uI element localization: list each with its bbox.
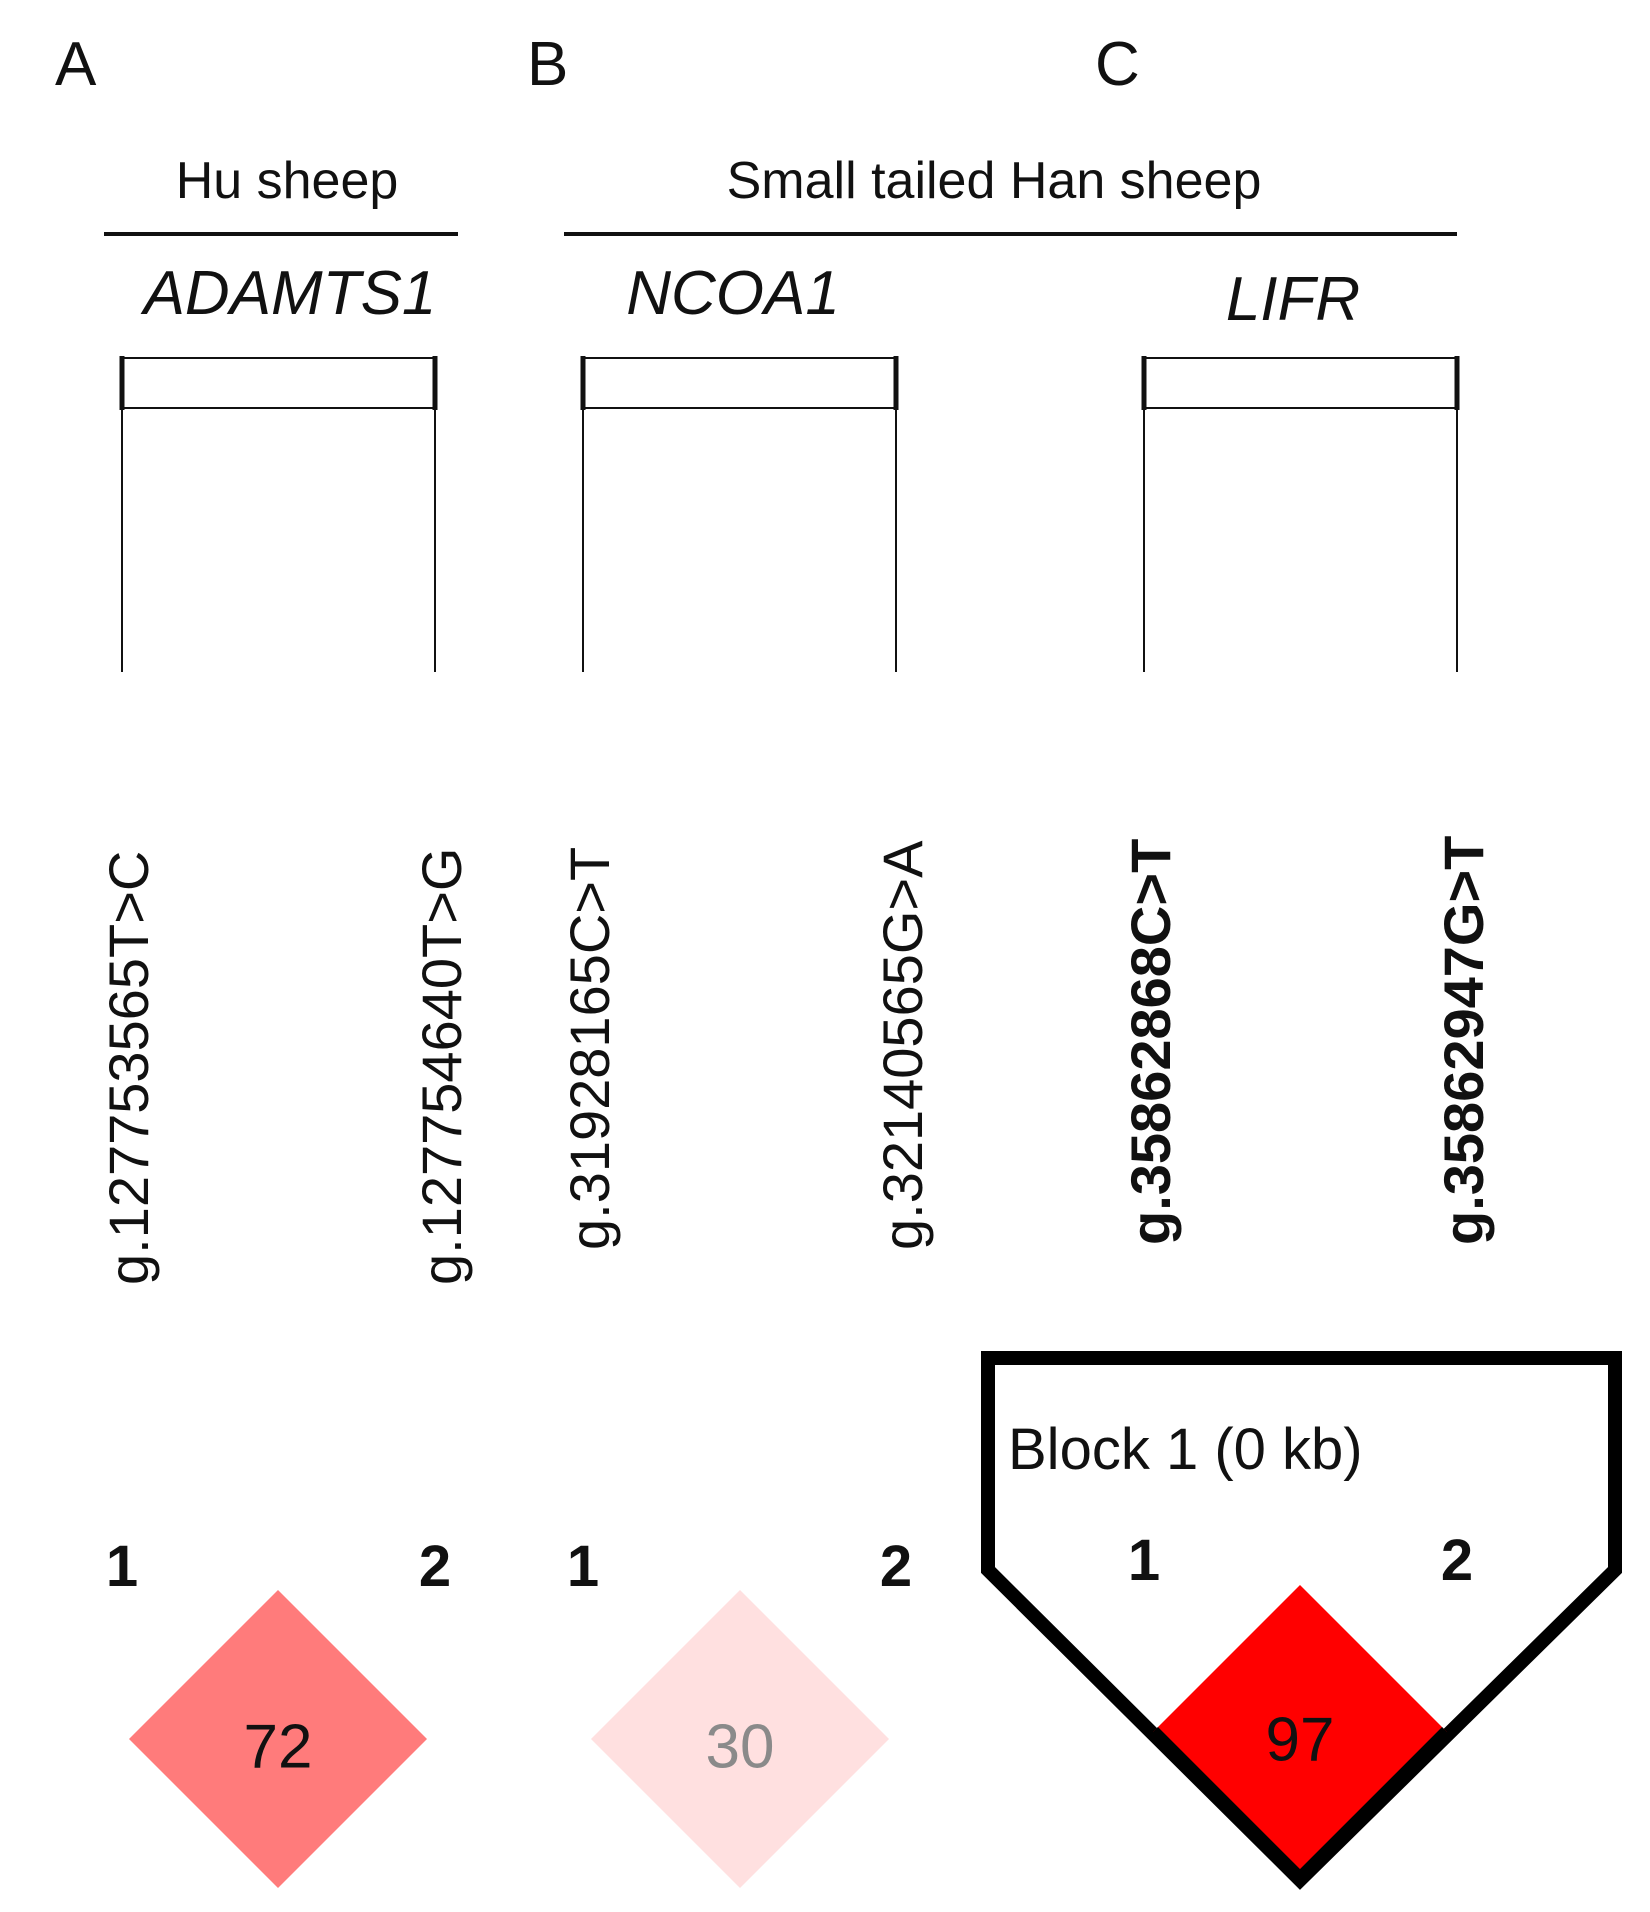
- panel-letter-b: B: [527, 30, 568, 99]
- ld-diamond-b: [591, 1590, 889, 1888]
- snp-index-c1: 1: [1128, 1528, 1160, 1593]
- ld-value-a: 72: [244, 1713, 313, 1782]
- ld-value-b: 30: [706, 1713, 775, 1782]
- snp-label-b1: g.31928165C>T: [558, 847, 621, 1250]
- snp-index-b2: 2: [880, 1534, 912, 1599]
- group-title-hu: Hu sheep: [176, 152, 399, 210]
- panel-letter-c: C: [1095, 30, 1140, 99]
- snp-index-a1: 1: [106, 1534, 138, 1599]
- ld-diamond-a: [129, 1590, 427, 1888]
- ld-value-c: 97: [1266, 1706, 1335, 1775]
- gene-name-lifr: LIFR: [1226, 265, 1360, 334]
- gene-name-ncoa1: NCOA1: [626, 259, 840, 328]
- snp-index-c2: 2: [1441, 1528, 1473, 1593]
- gene-name-adamts1: ADAMTS1: [140, 259, 437, 328]
- snp-index-a2: 2: [419, 1534, 451, 1599]
- gene-bar-c: [1141, 356, 1460, 410]
- haplotype-block-lower-edge: [1148, 1727, 1452, 1889]
- snp-label-a2: g.127754640T>G: [410, 848, 473, 1285]
- snp-label-b2: g.32140565G>A: [871, 840, 934, 1250]
- gene-bar-a: [119, 356, 438, 410]
- snp-label-a1: g.127753565T>C: [97, 851, 160, 1285]
- gene-bar-b: [580, 356, 899, 410]
- snp-label-c1: g.35862868C>T: [1119, 839, 1182, 1245]
- snp-index-b1: 1: [567, 1534, 599, 1599]
- snp-connectors: [121, 408, 1458, 672]
- block-label: Block 1 (0 kb): [1008, 1417, 1363, 1482]
- group-title-han: Small tailed Han sheep: [727, 152, 1262, 210]
- panel-letter-a: A: [55, 30, 97, 99]
- snp-label-c2: g.35862947G>T: [1432, 836, 1495, 1245]
